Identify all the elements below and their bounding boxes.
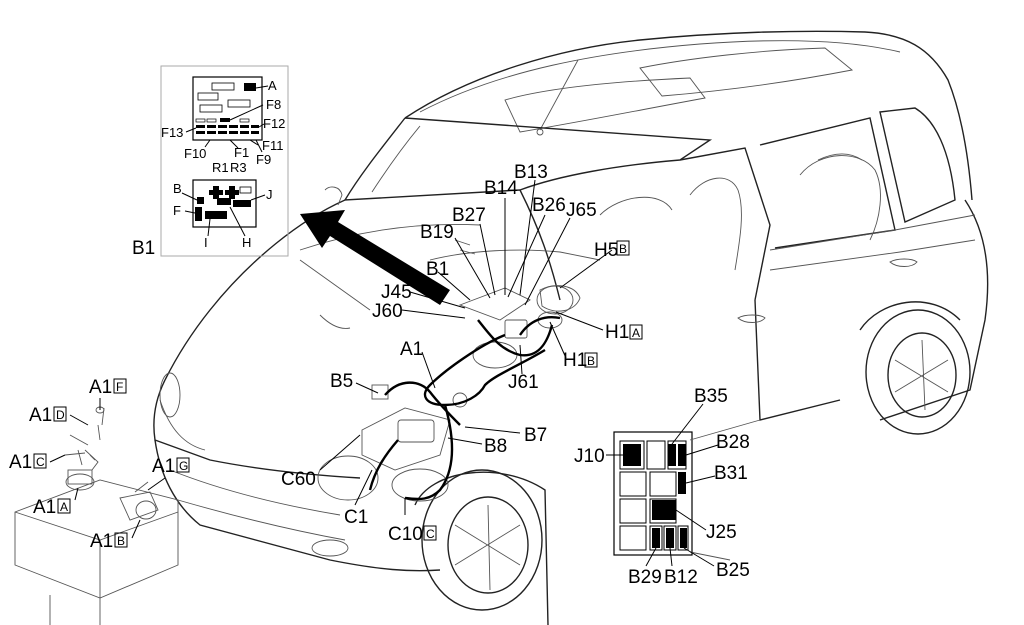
callout-labels: B13 B14 B26 B27 J65 B19 B1 H5 B J45 J60 … [9,162,750,588]
callout-b7: B7 [524,425,547,446]
direction-arrow [300,210,450,305]
callout-a1: A1 [400,339,423,360]
fuse-f10-label: F10 [184,146,206,161]
callout-c10: C10 [388,524,423,545]
callout-b1: B1 [426,259,449,280]
callout-a1b-sub: B [117,534,125,548]
fuse-f1-label: F1 [234,145,249,160]
callout-b31: B31 [714,463,748,484]
callout-a1d: A1 [29,405,52,426]
fuse-f11-label: F11 [262,138,283,153]
relay-f-label: F [173,203,181,218]
b1-fusebox-panel: B1 A F8 F13 F12 F10 [132,65,289,259]
callout-a1b: A1 [90,531,113,552]
fuse-f9-label: F9 [256,152,271,167]
battery-inset [14,398,179,625]
callout-h5: H5 [594,240,618,261]
callout-b8: B8 [484,436,507,457]
callout-b27: B27 [452,205,486,226]
callout-b26: B26 [532,195,566,216]
junction-block-inset [606,403,761,567]
callout-a1c-sub: C [36,455,45,469]
callout-a1g-sub: G [179,459,188,473]
callout-c10-sub: C [426,527,435,541]
callout-j60: J60 [372,301,403,322]
relay-j-label: J [266,187,273,202]
fuse-f8-label: F8 [266,97,281,112]
fuse-f13-label: F13 [161,125,183,140]
fuse-a-label: A [268,78,277,93]
callout-c1: C1 [344,507,368,528]
callout-a1c: A1 [9,452,32,473]
callout-j65: J65 [566,200,597,221]
relay-h-label: H [242,235,251,250]
callout-h1b-sub: B [587,354,595,368]
callout-j10: J10 [574,446,605,467]
callout-b1-panel: B1 [132,238,155,259]
callout-b14: B14 [484,178,518,199]
callout-h1a: H1 [605,322,629,343]
callout-a1a-sub: A [60,500,68,514]
callout-a1a: A1 [33,497,56,518]
callout-a1f-sub: F [116,380,123,394]
callout-b12: B12 [664,567,698,588]
callout-h5-sub: B [619,242,627,256]
relay-i-label: I [204,235,208,250]
callout-j61: J61 [508,372,539,393]
callout-c60: C60 [281,469,316,490]
callout-h1a-sub: A [632,326,640,340]
callout-a1g: A1 [152,456,175,477]
callout-b13: B13 [514,162,548,183]
callout-b19: B19 [420,222,454,243]
relay-b-label: B [173,181,182,196]
callout-h1b: H1 [563,350,587,371]
wire-harness [368,316,561,501]
car-illustration [153,30,989,625]
callout-a1f: A1 [89,377,112,398]
fuse-f12-label: F12 [263,116,285,131]
callout-b29: B29 [628,567,662,588]
callout-b35: B35 [694,386,728,407]
callout-b28: B28 [716,432,750,453]
callout-j25: J25 [706,522,737,543]
relay-r1-label: R1 [212,160,229,175]
callout-a1d-sub: D [56,408,65,422]
callout-b5: B5 [330,371,353,392]
leader-lines [319,179,613,515]
callout-j45: J45 [381,282,412,303]
callout-b25: B25 [716,560,750,581]
relay-r3-label: R3 [230,160,247,175]
